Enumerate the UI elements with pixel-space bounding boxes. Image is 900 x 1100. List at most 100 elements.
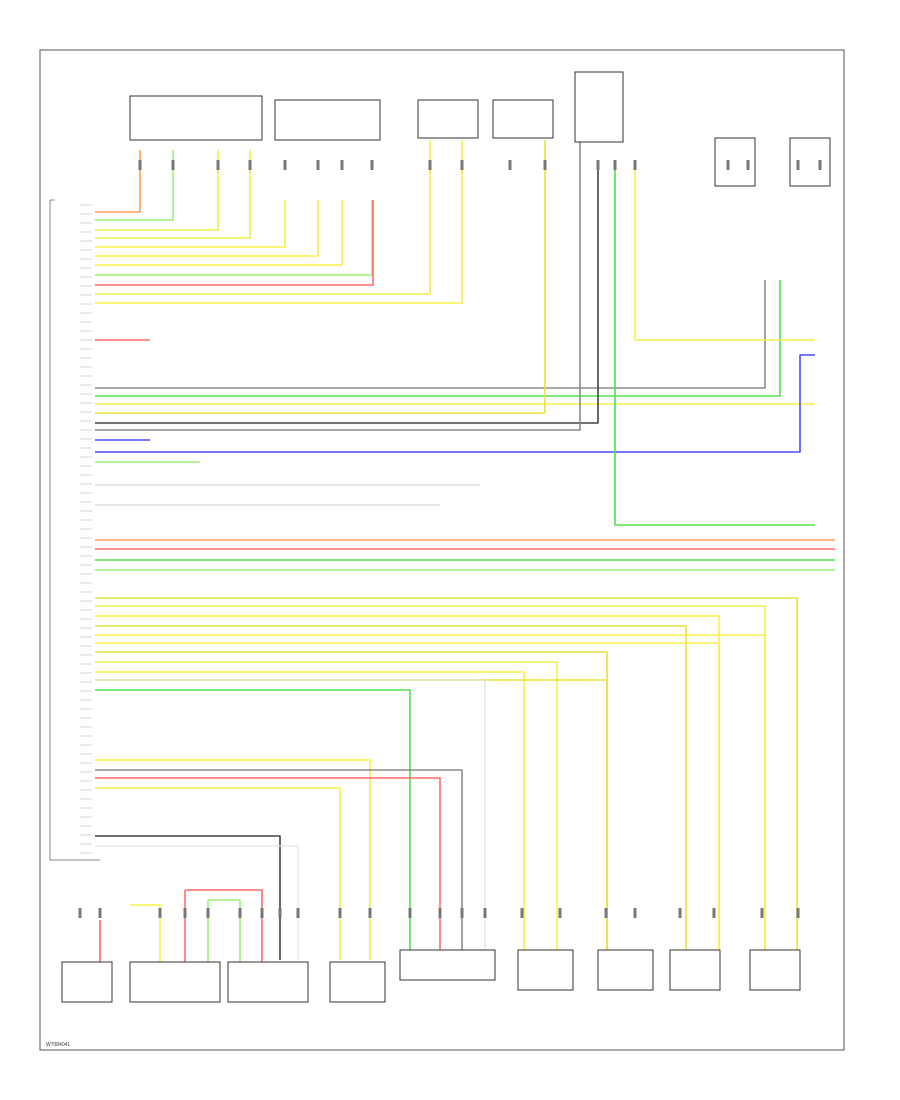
insulator-bottom-11	[368, 908, 372, 918]
insulator-bottom-4	[183, 908, 187, 918]
component-bottom-4	[329, 961, 386, 1003]
insulator-top-10	[460, 160, 464, 170]
component-bottom-8	[669, 949, 721, 991]
wire-pin-1	[95, 150, 141, 213]
insulator-top-4	[248, 160, 252, 170]
component-bottom-5	[399, 949, 496, 981]
insulator-bottom-2	[98, 908, 102, 918]
component-bottom-2	[129, 961, 221, 1003]
insulator-top-16	[726, 160, 730, 170]
insulator-bottom-23	[796, 908, 800, 918]
insulator-top-1	[138, 160, 142, 170]
label-layer	[80, 204, 92, 854]
diagram-code: W7084041	[46, 1042, 70, 1048]
wire-pin-7	[95, 200, 343, 266]
insulator-bottom-3	[158, 908, 162, 918]
connector-junction-top	[574, 71, 624, 143]
wire-mid-green	[95, 280, 781, 397]
insulator-bottom-14	[460, 908, 464, 918]
insulator-top-18	[796, 160, 800, 170]
insulator-top-9	[428, 160, 432, 170]
wire-lower-10	[95, 679, 608, 960]
wire-lower-4	[95, 625, 687, 960]
wire-pin-9	[95, 200, 374, 286]
connector-top-right	[492, 99, 554, 139]
insulator-bottom-22	[760, 908, 764, 918]
wire-pin-8	[95, 200, 373, 276]
wire-lower-yellow-2	[95, 759, 371, 960]
insulator-top-15	[633, 160, 637, 170]
connector-top-center	[417, 99, 479, 139]
insulator-bottom-8	[278, 908, 282, 918]
component-bottom-6	[517, 949, 574, 991]
wire-lower-2	[95, 605, 766, 960]
insulator-bottom-6	[238, 908, 242, 918]
insulator-bottom-10	[338, 908, 342, 918]
component-bottom-9	[749, 949, 801, 991]
insulator-bottom-13	[438, 908, 442, 918]
wire-lower-dk1	[95, 835, 281, 960]
insulator-top-7	[340, 160, 344, 170]
insulator-bottom-19	[633, 908, 637, 918]
insulator-bottom-20	[678, 908, 682, 918]
wire-mid-dkgray	[95, 160, 599, 424]
wire-pin-3	[95, 150, 219, 231]
wire-pin-2	[95, 150, 174, 221]
insulator-top-13	[596, 160, 600, 170]
wire-right-green	[614, 160, 815, 526]
wire-pin-11	[95, 140, 463, 304]
wire-pin-5	[95, 200, 286, 248]
insulator-bottom-15	[483, 908, 487, 918]
insulator-bottom-17	[558, 908, 562, 918]
insulator-bottom-5	[206, 908, 210, 918]
wire-lower-8	[95, 661, 558, 960]
wire-pin-6	[95, 200, 319, 257]
insulator-bottom-18	[604, 908, 608, 918]
wire-bl-red-3	[185, 889, 263, 965]
wire-lower-5	[95, 634, 766, 960]
wire-lower-9	[95, 671, 525, 960]
wire-mid-gray	[95, 280, 766, 389]
wire-lower-green	[95, 689, 411, 960]
wire-lower-lgray-2	[95, 845, 299, 960]
wire-pin-4	[95, 150, 251, 239]
wire-mid-yb	[95, 140, 546, 414]
insulator-top-8	[370, 160, 374, 170]
module-edge	[49, 199, 100, 861]
insulator-top-6	[316, 160, 320, 170]
wire-lower-red	[95, 777, 441, 960]
wire-lower-gray	[95, 769, 463, 960]
insulator-top-14	[613, 160, 617, 170]
wire-bl-green	[208, 899, 241, 965]
insulator-bottom-21	[712, 908, 716, 918]
component-bottom-1	[61, 961, 113, 1003]
insulator-top-11	[508, 160, 512, 170]
connector-top-left	[129, 95, 263, 141]
diagram-frame	[39, 49, 845, 1051]
wire-right-yellow	[634, 160, 815, 341]
component-layer	[61, 71, 831, 1003]
insulator-top-17	[746, 160, 750, 170]
wire-pin-10	[95, 140, 431, 295]
insulator-bottom-7	[260, 908, 264, 918]
insulator-bottom-12	[408, 908, 412, 918]
insulator-top-12	[543, 160, 547, 170]
insulator-bottom-9	[296, 908, 300, 918]
component-bottom-7	[597, 949, 654, 991]
wire-bl-yellow	[130, 904, 161, 965]
wire-blue-long	[95, 354, 815, 453]
wire-layer	[49, 140, 835, 965]
insulator-top-19	[818, 160, 822, 170]
insulator-top-3	[216, 160, 220, 170]
wire-lower-7	[95, 651, 608, 960]
wire-lower-1	[95, 597, 798, 960]
component-bottom-3	[227, 961, 309, 1003]
component-right-2	[789, 137, 831, 187]
wire-mid-gray-2	[95, 140, 581, 431]
insulator-top-5	[283, 160, 287, 170]
connector-top-mid	[274, 99, 381, 141]
insulator-top-2	[171, 160, 175, 170]
insulator-bottom-16	[520, 908, 524, 918]
wire-lower-lgray	[95, 679, 486, 960]
